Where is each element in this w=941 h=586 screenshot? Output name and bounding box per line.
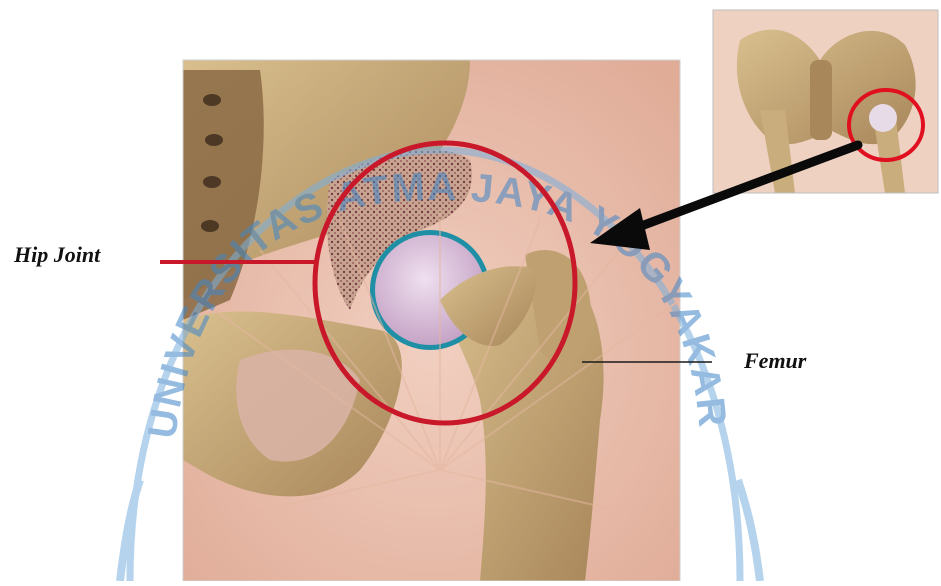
femur-label: Femur (744, 348, 806, 374)
inset-pelvis-panel (713, 10, 938, 193)
main-anatomy-panel (183, 60, 680, 581)
hip-joint-label: Hip Joint (14, 242, 100, 268)
